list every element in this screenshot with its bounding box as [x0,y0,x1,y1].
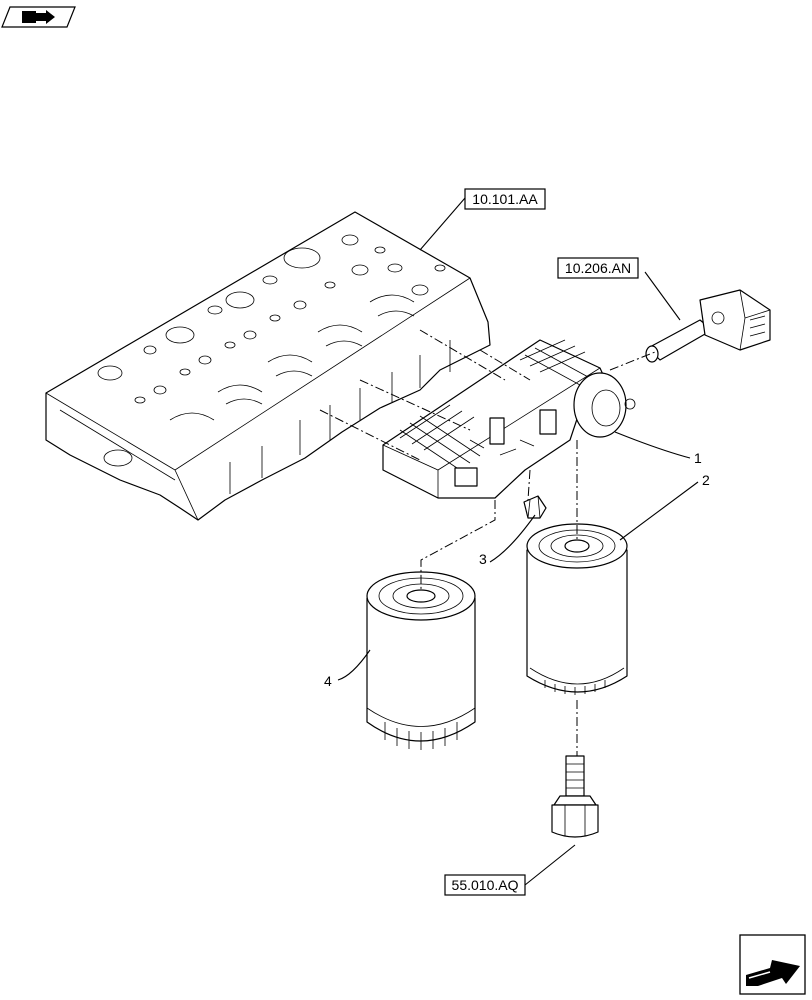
water-in-fuel-sensor [551,755,599,838]
filter-head-bracket [382,339,636,499]
reference-label: 55.010.AQ [452,877,519,893]
temperature-sensor [645,289,771,363]
callout-2: 2 [702,472,710,488]
mounting-bolt [523,495,547,519]
reference-box-10-206-an[interactable]: 10.206.AN [557,257,639,279]
fuel-filter-4 [366,571,476,750]
callout-4: 4 [324,673,332,689]
fuel-filter-2 [526,523,628,695]
callout-1: 1 [694,450,702,466]
next-page-arrow-icon[interactable] [739,934,806,995]
reference-box-10-101-aa[interactable]: 10.101.AA [464,188,546,210]
reference-box-55-010-aq[interactable]: 55.010.AQ [444,874,526,896]
reference-label: 10.101.AA [472,191,538,207]
reference-label: 10.206.AN [565,260,631,276]
callout-3: 3 [479,551,487,567]
cylinder-head [45,211,491,521]
assembly-center-lines [319,329,656,756]
book-arrow-icon[interactable] [1,6,76,28]
callout-leaders [337,197,699,886]
